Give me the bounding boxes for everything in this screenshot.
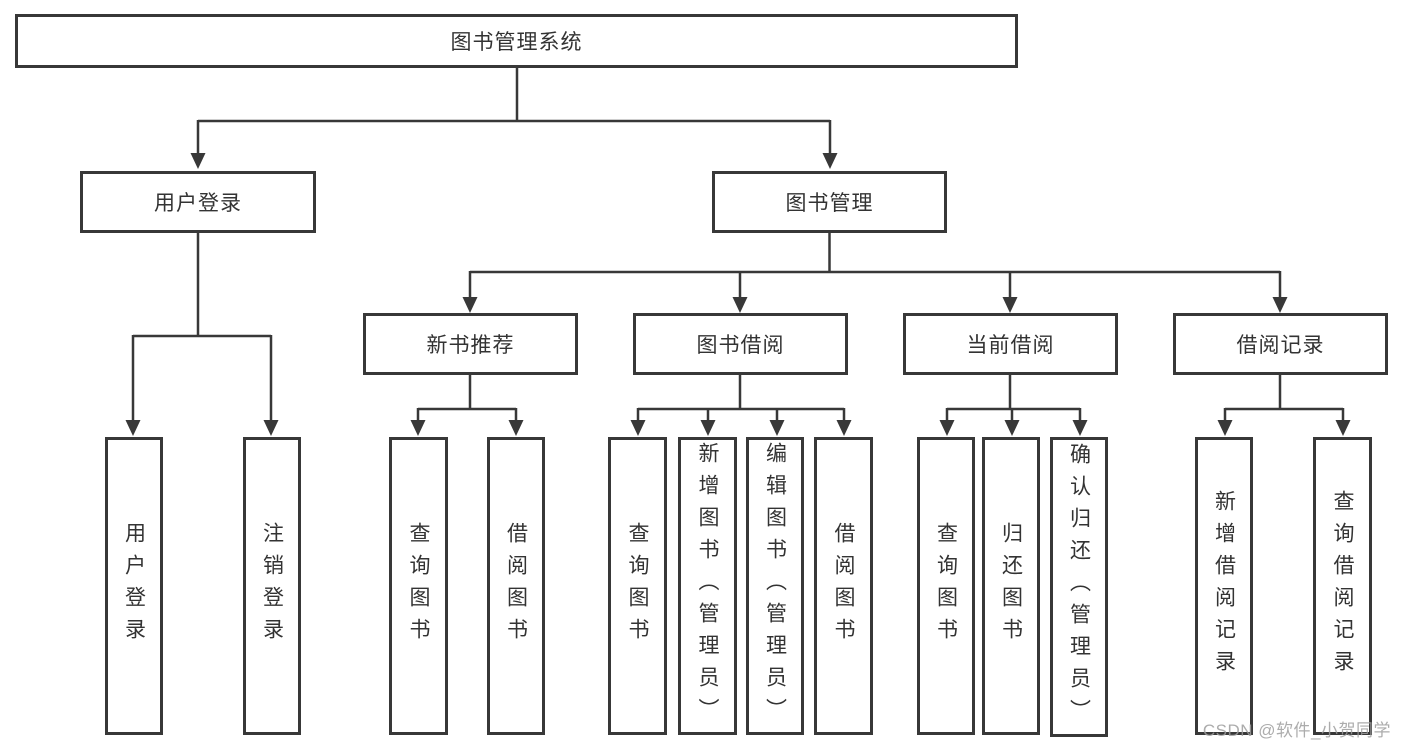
node-book-management: 图书管理 — [712, 171, 947, 233]
node-leaf-return-book: 归还图书 — [982, 437, 1040, 735]
node-leaf-query-books-2: 查询图书 — [608, 437, 667, 735]
node-user-login: 用户登录 — [80, 171, 316, 233]
node-root: 图书管理系统 — [15, 14, 1018, 68]
node-borrow-records: 借阅记录 — [1173, 313, 1388, 375]
node-leaf-edit-book-admin: 编辑图书（管理员） — [746, 437, 804, 735]
node-new-book-recommend: 新书推荐 — [363, 313, 578, 375]
node-leaf-user-login: 用户登录 — [105, 437, 163, 735]
node-leaf-borrow-books-2: 借阅图书 — [814, 437, 873, 735]
node-book-borrow: 图书借阅 — [633, 313, 848, 375]
node-leaf-query-borrow-record: 查询借阅记录 — [1313, 437, 1372, 735]
node-leaf-logout: 注销登录 — [243, 437, 301, 735]
node-leaf-query-books-1: 查询图书 — [389, 437, 448, 735]
watermark: CSDN @软件_小贺同学 — [1202, 721, 1391, 740]
node-leaf-borrow-books-1: 借阅图书 — [487, 437, 545, 735]
node-leaf-add-book-admin: 新增图书（管理员） — [678, 437, 737, 735]
node-current-borrow: 当前借阅 — [903, 313, 1118, 375]
node-leaf-confirm-return-admin: 确认归还（管理员） — [1050, 437, 1108, 737]
node-leaf-add-borrow-record: 新增借阅记录 — [1195, 437, 1253, 735]
node-leaf-query-books-3: 查询图书 — [917, 437, 975, 735]
